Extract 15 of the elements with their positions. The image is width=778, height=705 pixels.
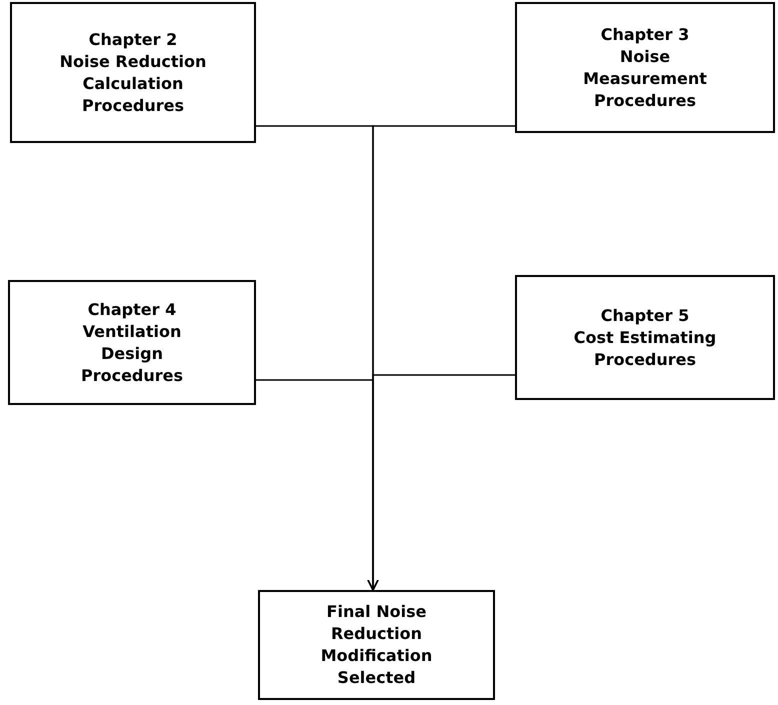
process-box (515, 2, 775, 133)
process-box (258, 590, 495, 700)
box-heading: Chapter 3 (600, 24, 690, 46)
box-text: Final Noise Reduction Modification Selected (320, 601, 434, 689)
box-heading: Chapter 2 (88, 28, 178, 50)
process-box (515, 275, 775, 400)
box-text: Noise Measurement Procedures (582, 46, 708, 112)
connector-arrow (367, 374, 515, 591)
box-text: Cost Estimating Procedures (572, 326, 718, 370)
process-box (8, 280, 256, 405)
box-text: Noise Reduction Calculation Procedures (58, 50, 208, 116)
box-text: Ventilation Design Procedures (80, 320, 184, 386)
box-heading: Chapter 5 (600, 304, 690, 326)
process-box (10, 2, 256, 143)
box-heading: Chapter 4 (88, 298, 176, 320)
